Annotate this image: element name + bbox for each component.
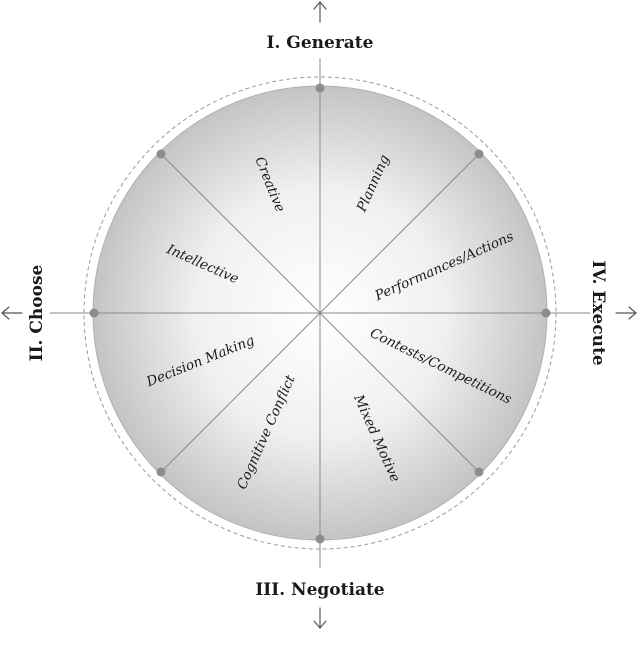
spoke-bottom-right xyxy=(319,312,480,473)
spoke-top-right xyxy=(319,153,480,314)
dot-bottom xyxy=(315,534,325,544)
dot-top-left xyxy=(156,149,166,159)
arrow-up-icon xyxy=(313,1,327,10)
dot-left xyxy=(89,308,99,318)
quadrant-label-choose: II. Choose xyxy=(27,264,47,361)
arrow-left-icon xyxy=(1,306,10,320)
dot-bottom-right xyxy=(474,467,484,477)
quadrant-label-execute: IV. Execute xyxy=(588,260,608,365)
arrow-right-icon xyxy=(628,306,637,320)
spoke-bottom-left xyxy=(160,312,321,473)
dot-top xyxy=(315,83,325,93)
arrow-down-icon xyxy=(313,620,327,629)
quadrant-label-generate: I. Generate xyxy=(267,33,374,53)
dot-top-right xyxy=(474,149,484,159)
dot-bottom-left xyxy=(156,467,166,477)
quadrant-label-negotiate: III. Negotiate xyxy=(255,580,384,600)
spoke-top-left xyxy=(160,153,321,314)
dot-right xyxy=(541,308,551,318)
